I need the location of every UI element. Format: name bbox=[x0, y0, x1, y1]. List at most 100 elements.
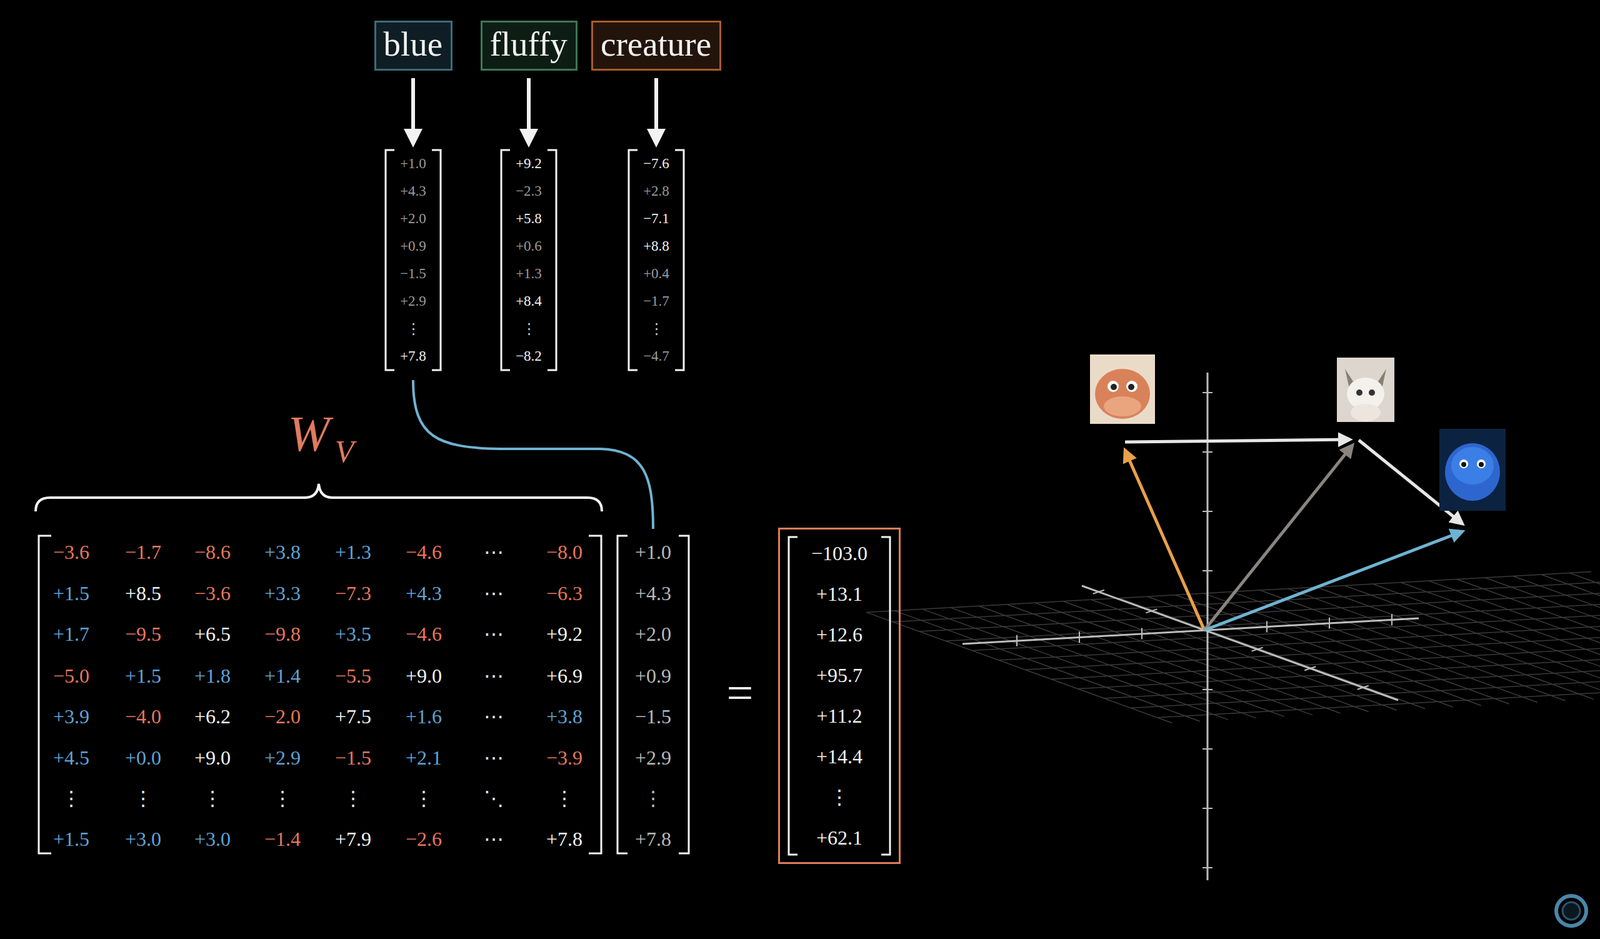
matrix-cell: ⋮ bbox=[554, 786, 575, 810]
axis-tick bbox=[1202, 748, 1213, 750]
grid-line bbox=[1288, 588, 1594, 700]
matrix-cell: +7.5 bbox=[335, 705, 372, 729]
vector-entry: +0.4 bbox=[627, 260, 685, 288]
grid-line bbox=[1428, 580, 1600, 692]
axis-tick bbox=[1266, 620, 1268, 632]
vector-entry: −7.6 bbox=[627, 150, 685, 178]
matrix-cell: −9.5 bbox=[125, 622, 162, 646]
input-entry: +4.3 bbox=[635, 581, 672, 605]
vector-entry: +14.4 bbox=[806, 736, 873, 777]
matrix-cell: −2.6 bbox=[405, 827, 442, 851]
matrix-cell: ⋯ bbox=[483, 826, 504, 851]
vector-entry: +11.2 bbox=[806, 695, 873, 737]
vector-entry: +2.0 bbox=[384, 205, 442, 233]
arrow-connector bbox=[654, 78, 659, 144]
grid-line bbox=[1456, 578, 1600, 690]
vector-entry: −103.0 bbox=[806, 533, 873, 574]
grid-line bbox=[1231, 591, 1538, 703]
bracket-right bbox=[547, 150, 557, 370]
grid-line bbox=[1541, 574, 1600, 685]
matrix-cell: +3.5 bbox=[335, 622, 372, 646]
token-box: blue bbox=[374, 20, 453, 71]
matrix-cell: +1.4 bbox=[264, 664, 301, 688]
grid-line bbox=[866, 611, 1172, 723]
token-word: creature bbox=[600, 25, 712, 64]
matrix-cell: −9.8 bbox=[264, 622, 301, 646]
matrix-cell: +1.5 bbox=[125, 664, 162, 688]
axis-tick bbox=[1251, 647, 1264, 652]
vector-entry: +0.6 bbox=[500, 232, 558, 260]
matrix-cell: +3.8 bbox=[546, 705, 583, 729]
matrix-cell: ⋮ bbox=[202, 786, 223, 810]
axis bbox=[1081, 585, 1399, 700]
matrix-cell: −5.5 bbox=[335, 664, 372, 688]
vector-entry: +2.9 bbox=[384, 287, 442, 315]
matrix-cell: +8.5 bbox=[125, 581, 162, 605]
matrix-cell: −2.0 bbox=[264, 705, 301, 729]
matrix-cell: ⋯ bbox=[483, 581, 504, 605]
matrix-cell: +7.8 bbox=[546, 827, 583, 851]
matrix-name: W bbox=[288, 405, 330, 463]
vector-entry: −1.7 bbox=[627, 287, 685, 315]
input-entry: −1.5 bbox=[635, 705, 672, 729]
axis-tick bbox=[1016, 635, 1018, 647]
input-entry: +0.9 bbox=[635, 664, 672, 688]
matrix-cell: −1.7 bbox=[125, 540, 162, 564]
vector-entry: +1.3 bbox=[500, 260, 558, 288]
matrix-cell: ⋮ bbox=[133, 786, 154, 810]
matrix-cell: ⋮ bbox=[343, 786, 364, 810]
matrix-cell: +3.0 bbox=[125, 827, 162, 851]
axis-tick bbox=[1202, 807, 1213, 809]
matrix-cell: ⋯ bbox=[483, 663, 504, 688]
matrix-cell: −1.5 bbox=[335, 746, 372, 770]
vector-bracket bbox=[617, 535, 628, 854]
matrix-cell: −6.3 bbox=[546, 581, 583, 605]
matrix-cell: −7.3 bbox=[335, 581, 372, 605]
matrix-cell: +6.2 bbox=[194, 705, 231, 729]
vector-bracket bbox=[780, 529, 899, 862]
matrix-cell: +1.3 bbox=[335, 540, 372, 564]
input-entry: +1.0 bbox=[635, 540, 672, 564]
vector-entry: ⋮ bbox=[384, 315, 442, 343]
vector-bracket bbox=[627, 148, 685, 372]
curly-brace bbox=[35, 483, 602, 512]
grid-line bbox=[1175, 595, 1482, 706]
matrix-cell: −8.6 bbox=[194, 540, 231, 564]
grid-line bbox=[978, 605, 1285, 717]
token-box: fluffy bbox=[480, 20, 578, 71]
matrix-cell: ⋱ bbox=[483, 786, 504, 810]
vector-entry: +4.3 bbox=[384, 177, 442, 205]
grid-line bbox=[894, 610, 1200, 722]
matrix-cell: −3.6 bbox=[194, 581, 231, 605]
axis-tick bbox=[1141, 628, 1143, 640]
embedding-vector: −7.6+2.8−7.1+8.8+0.4−1.7⋮−4.7 bbox=[627, 148, 685, 372]
grid-line bbox=[1513, 575, 1600, 687]
token-word: blue bbox=[383, 25, 444, 64]
matrix-cell: +1.5 bbox=[53, 581, 90, 605]
matrix-cell: −5.0 bbox=[53, 664, 90, 688]
vector-bracket bbox=[500, 148, 558, 372]
creature-picture bbox=[1336, 357, 1395, 422]
matrix-cell: +1.6 bbox=[405, 705, 442, 729]
grid-line bbox=[1260, 590, 1566, 701]
vector-entry: +13.1 bbox=[806, 573, 873, 615]
copy-curve bbox=[413, 380, 654, 529]
vector-entry: +1.0 bbox=[384, 150, 442, 178]
vector-entry: +0.9 bbox=[384, 232, 442, 260]
axis-tick bbox=[1304, 666, 1316, 670]
matrix-cell: −8.0 bbox=[546, 540, 583, 564]
grid-line bbox=[866, 571, 1592, 612]
axis-tick bbox=[1202, 866, 1213, 869]
matrix-cell: −3.6 bbox=[53, 540, 90, 564]
matrix-bracket bbox=[588, 535, 602, 854]
axis-tick bbox=[1093, 590, 1105, 594]
bracket-left bbox=[501, 150, 510, 370]
matrix-cell: +3.9 bbox=[53, 705, 90, 729]
grid-line bbox=[1569, 572, 1600, 684]
grid-line bbox=[1203, 593, 1510, 704]
matrix-cell: +1.5 bbox=[53, 827, 90, 851]
vector-arrow bbox=[1125, 450, 1205, 630]
